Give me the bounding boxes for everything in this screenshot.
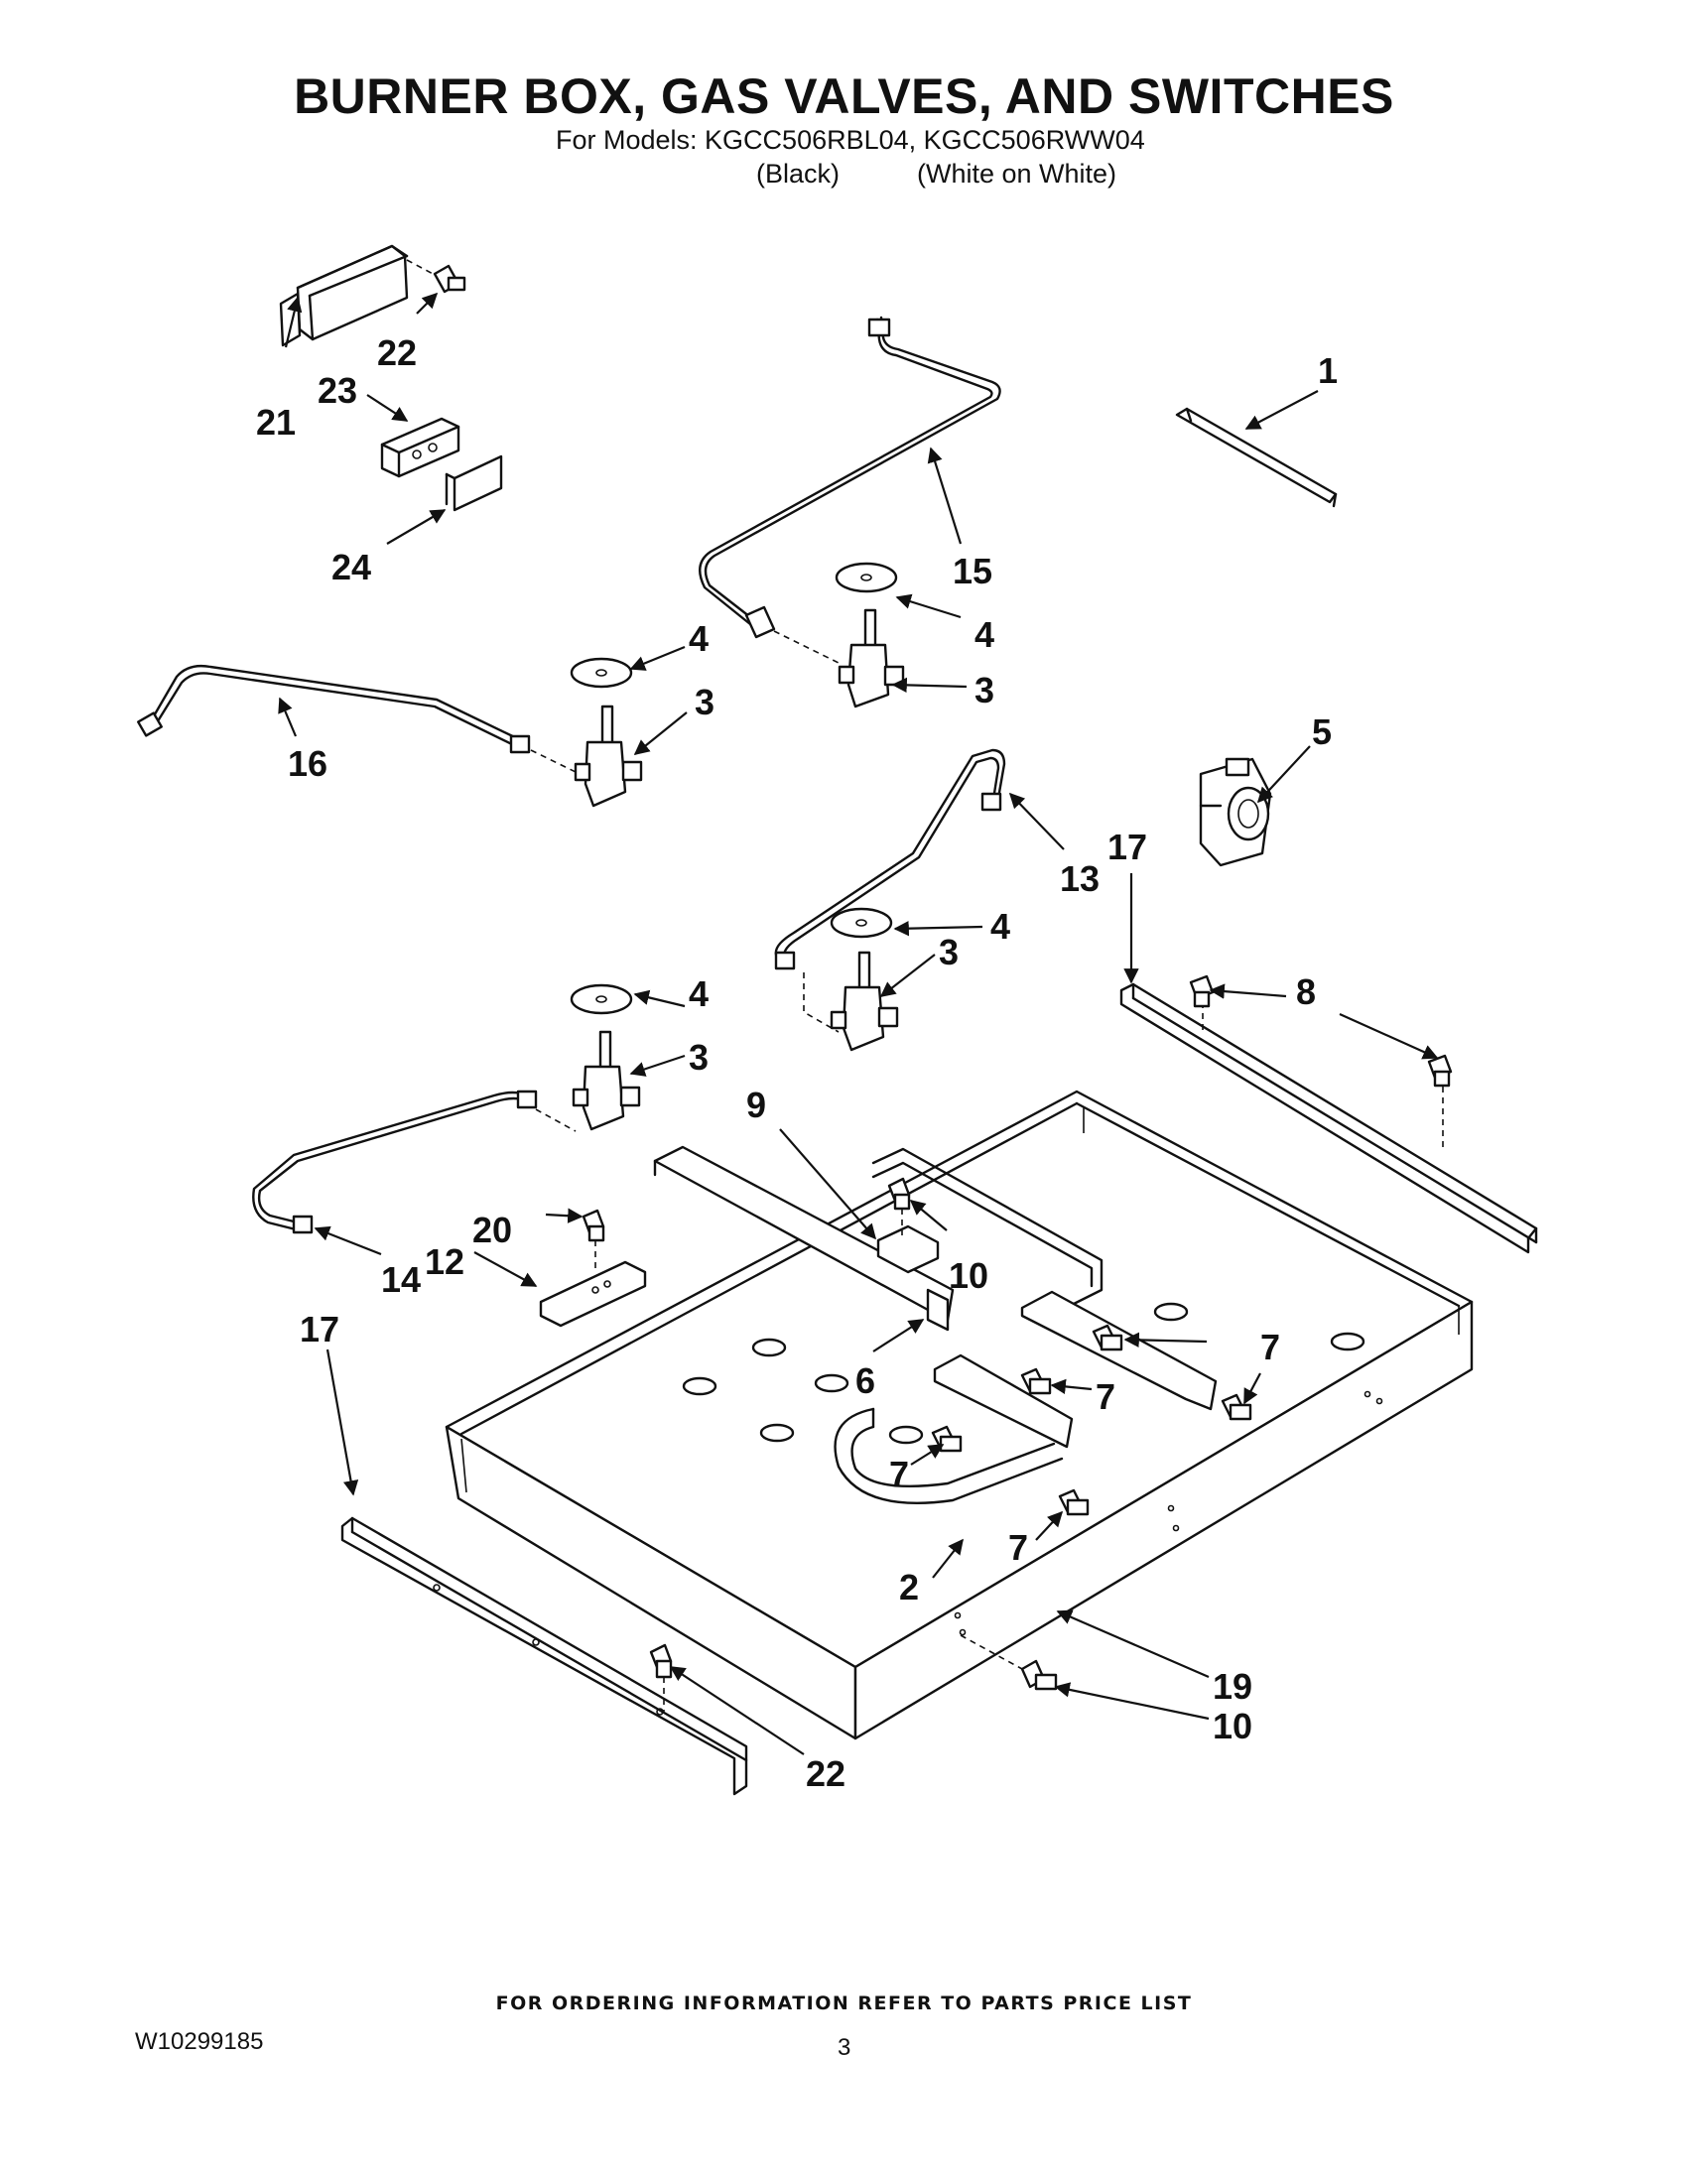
callout-19: 19 (1213, 1666, 1252, 1707)
part-9-clip (876, 1224, 940, 1274)
callout-3: 3 (939, 932, 959, 972)
callout-21: 21 (256, 402, 296, 443)
callout-7: 7 (889, 1454, 909, 1494)
burner-ports (682, 1302, 1365, 1445)
callout-4: 4 (689, 618, 709, 659)
callout-17: 17 (1107, 827, 1147, 867)
callout-17: 17 (300, 1309, 339, 1349)
callout-4: 4 (974, 614, 994, 655)
models-line: For Models: KGCC506RBL04, KGCC506RWW04 (556, 125, 1145, 155)
part-4-disc-left (570, 657, 633, 689)
callout-16: 16 (288, 743, 327, 784)
part-10-screw-bottom (960, 1634, 1058, 1691)
page-title: BURNER BOX, GAS VALVES, AND SWITCHES (294, 68, 1394, 124)
part-4-disc-center (830, 907, 893, 939)
callout-7: 7 (1260, 1327, 1280, 1367)
callout-23: 23 (318, 370, 357, 411)
callout-7: 7 (1008, 1527, 1028, 1568)
callout-13: 13 (1060, 858, 1100, 899)
callout-22: 22 (806, 1753, 845, 1794)
model-color-black: (Black) (756, 159, 841, 189)
part-24-bracket (445, 454, 503, 512)
callout-7: 7 (1096, 1376, 1115, 1417)
callout-4: 4 (990, 906, 1010, 947)
part-22-screw-top (406, 259, 466, 294)
part-12-plate (539, 1260, 647, 1328)
part-21-switch-box (279, 244, 409, 347)
callout-12: 12 (425, 1241, 464, 1282)
callout-10: 10 (949, 1255, 988, 1296)
part-3-valve-right (838, 608, 905, 708)
part-7-screw-c (1221, 1393, 1252, 1421)
part-23-switch (380, 417, 460, 478)
part-3-valve-center (830, 951, 899, 1052)
leader-lines (278, 292, 1439, 1755)
part-3-valve-left (574, 705, 643, 808)
part-19-burner-box (445, 1090, 1474, 1740)
callout-22: 22 (377, 332, 417, 373)
callout-4: 4 (689, 973, 709, 1014)
part-14-gas-tube (252, 1090, 538, 1234)
part-17-rail-front (340, 1516, 748, 1796)
callout-24: 24 (331, 547, 371, 587)
part-16-gas-tube (137, 664, 531, 754)
callout-6: 6 (855, 1360, 875, 1401)
part-1-strip (1175, 407, 1338, 508)
callout-14: 14 (381, 1259, 421, 1300)
callout-9: 9 (746, 1085, 766, 1125)
part-10-screw-top (887, 1177, 911, 1235)
part-15-gas-tube (699, 316, 1001, 639)
callout-15: 15 (953, 551, 992, 591)
callout-2: 2 (899, 1567, 919, 1607)
callout-3: 3 (974, 670, 994, 710)
callout-3: 3 (695, 682, 714, 722)
part-13-gas-tube (774, 748, 1006, 970)
part-6-bracket (653, 1145, 955, 1332)
callout-3: 3 (689, 1037, 709, 1078)
part-20-screw (582, 1209, 605, 1270)
callout-5: 5 (1312, 711, 1332, 752)
callout-20: 20 (472, 1210, 512, 1250)
part-5-pressure-regulator (1199, 757, 1272, 867)
part-8-screw-b (1427, 1054, 1453, 1151)
part-7-screw-e (1058, 1488, 1090, 1516)
ordering-info-footer: FOR ORDERING INFORMATION REFER TO PARTS … (495, 1992, 1193, 2014)
part-2-burner (834, 1407, 1064, 1504)
part-7-screw-b (1020, 1367, 1052, 1395)
part-22-screw-bottom (649, 1643, 673, 1712)
part-7-screw-a (1092, 1324, 1123, 1351)
part-3-valve-front (572, 1030, 641, 1131)
part-7-screw-d (931, 1425, 963, 1453)
model-color-white: (White on White) (917, 159, 1117, 189)
part-17-rail-right (1119, 982, 1538, 1254)
page-number: 3 (838, 2034, 851, 2061)
callout-1: 1 (1318, 350, 1338, 391)
callout-8: 8 (1296, 971, 1316, 1012)
callout-10: 10 (1213, 1706, 1252, 1746)
callout-labels: 1 15 4 3 21 22 23 24 4 3 16 5 13 17 4 3 … (256, 332, 1338, 1794)
document-number: W10299185 (135, 2028, 264, 2055)
part-4-disc-right (835, 562, 898, 593)
part-4-disc-front (570, 983, 633, 1015)
